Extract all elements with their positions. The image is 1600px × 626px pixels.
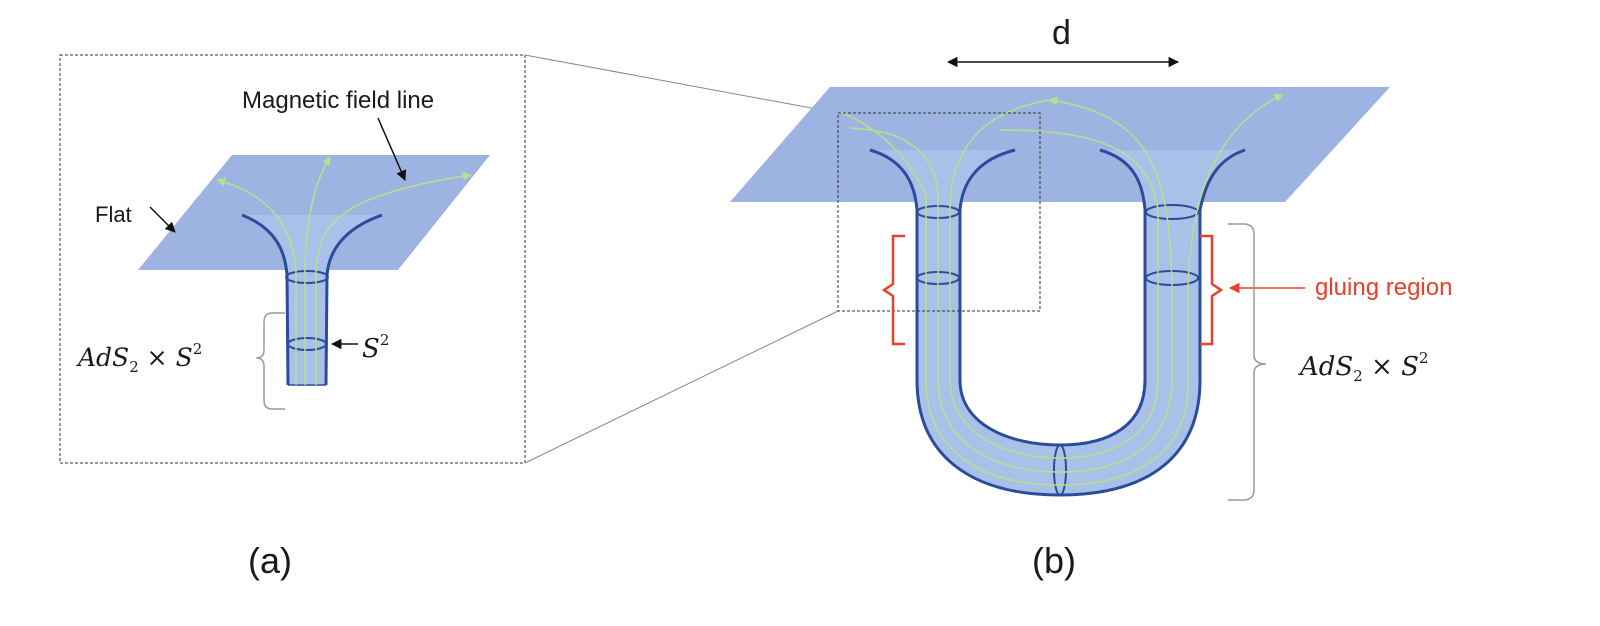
panel-a-ring-s2: [287, 337, 327, 351]
caption-a: (a): [248, 540, 292, 581]
panel-b-ring-bottom: [1053, 444, 1067, 496]
panel-a-brace: [255, 312, 285, 410]
panel-b-brace: [1228, 223, 1267, 501]
gluing-bracket-left: [881, 234, 905, 346]
panel-a-ring-top: [285, 270, 329, 284]
label-ads-b: AdS2 × S2: [1298, 349, 1428, 385]
panel-a-tube: [242, 215, 382, 385]
panel-b-zoom-rect: [837, 112, 1041, 312]
caption-b: (b): [1032, 540, 1076, 581]
zoom-guides: [524, 54, 839, 464]
label-d: d: [1052, 14, 1071, 52]
panel-a-field-lines: [216, 156, 472, 385]
panel-b: d gluing region AdS2 × S2 (b): [730, 14, 1452, 581]
panel-a-tube-right-edge: [324, 213, 383, 386]
arrow-magnetic-field-line: [377, 117, 407, 181]
panel-a: Magnetic field line Flat S2 AdS2 × S2 (a…: [59, 54, 526, 581]
panel-a-tube-left-edge: [241, 213, 290, 386]
arrow-flat: [149, 206, 176, 233]
label-flat: Flat: [95, 202, 132, 227]
panel-b-flat-plane: [730, 87, 1390, 202]
panel-b-field-lines: [839, 94, 1284, 486]
label-s2: S2: [362, 331, 389, 364]
label-magnetic-field-line: Magnetic field line: [242, 87, 434, 114]
label-ads-a: AdS2 × S2: [76, 340, 202, 376]
gluing-bracket-right: [1200, 234, 1224, 346]
panel-b-u-tube: [870, 150, 1245, 495]
panel-a-frame: [59, 54, 526, 464]
panel-b-ring-right-top: [1145, 204, 1199, 220]
label-gluing-region: gluing region: [1315, 274, 1452, 301]
